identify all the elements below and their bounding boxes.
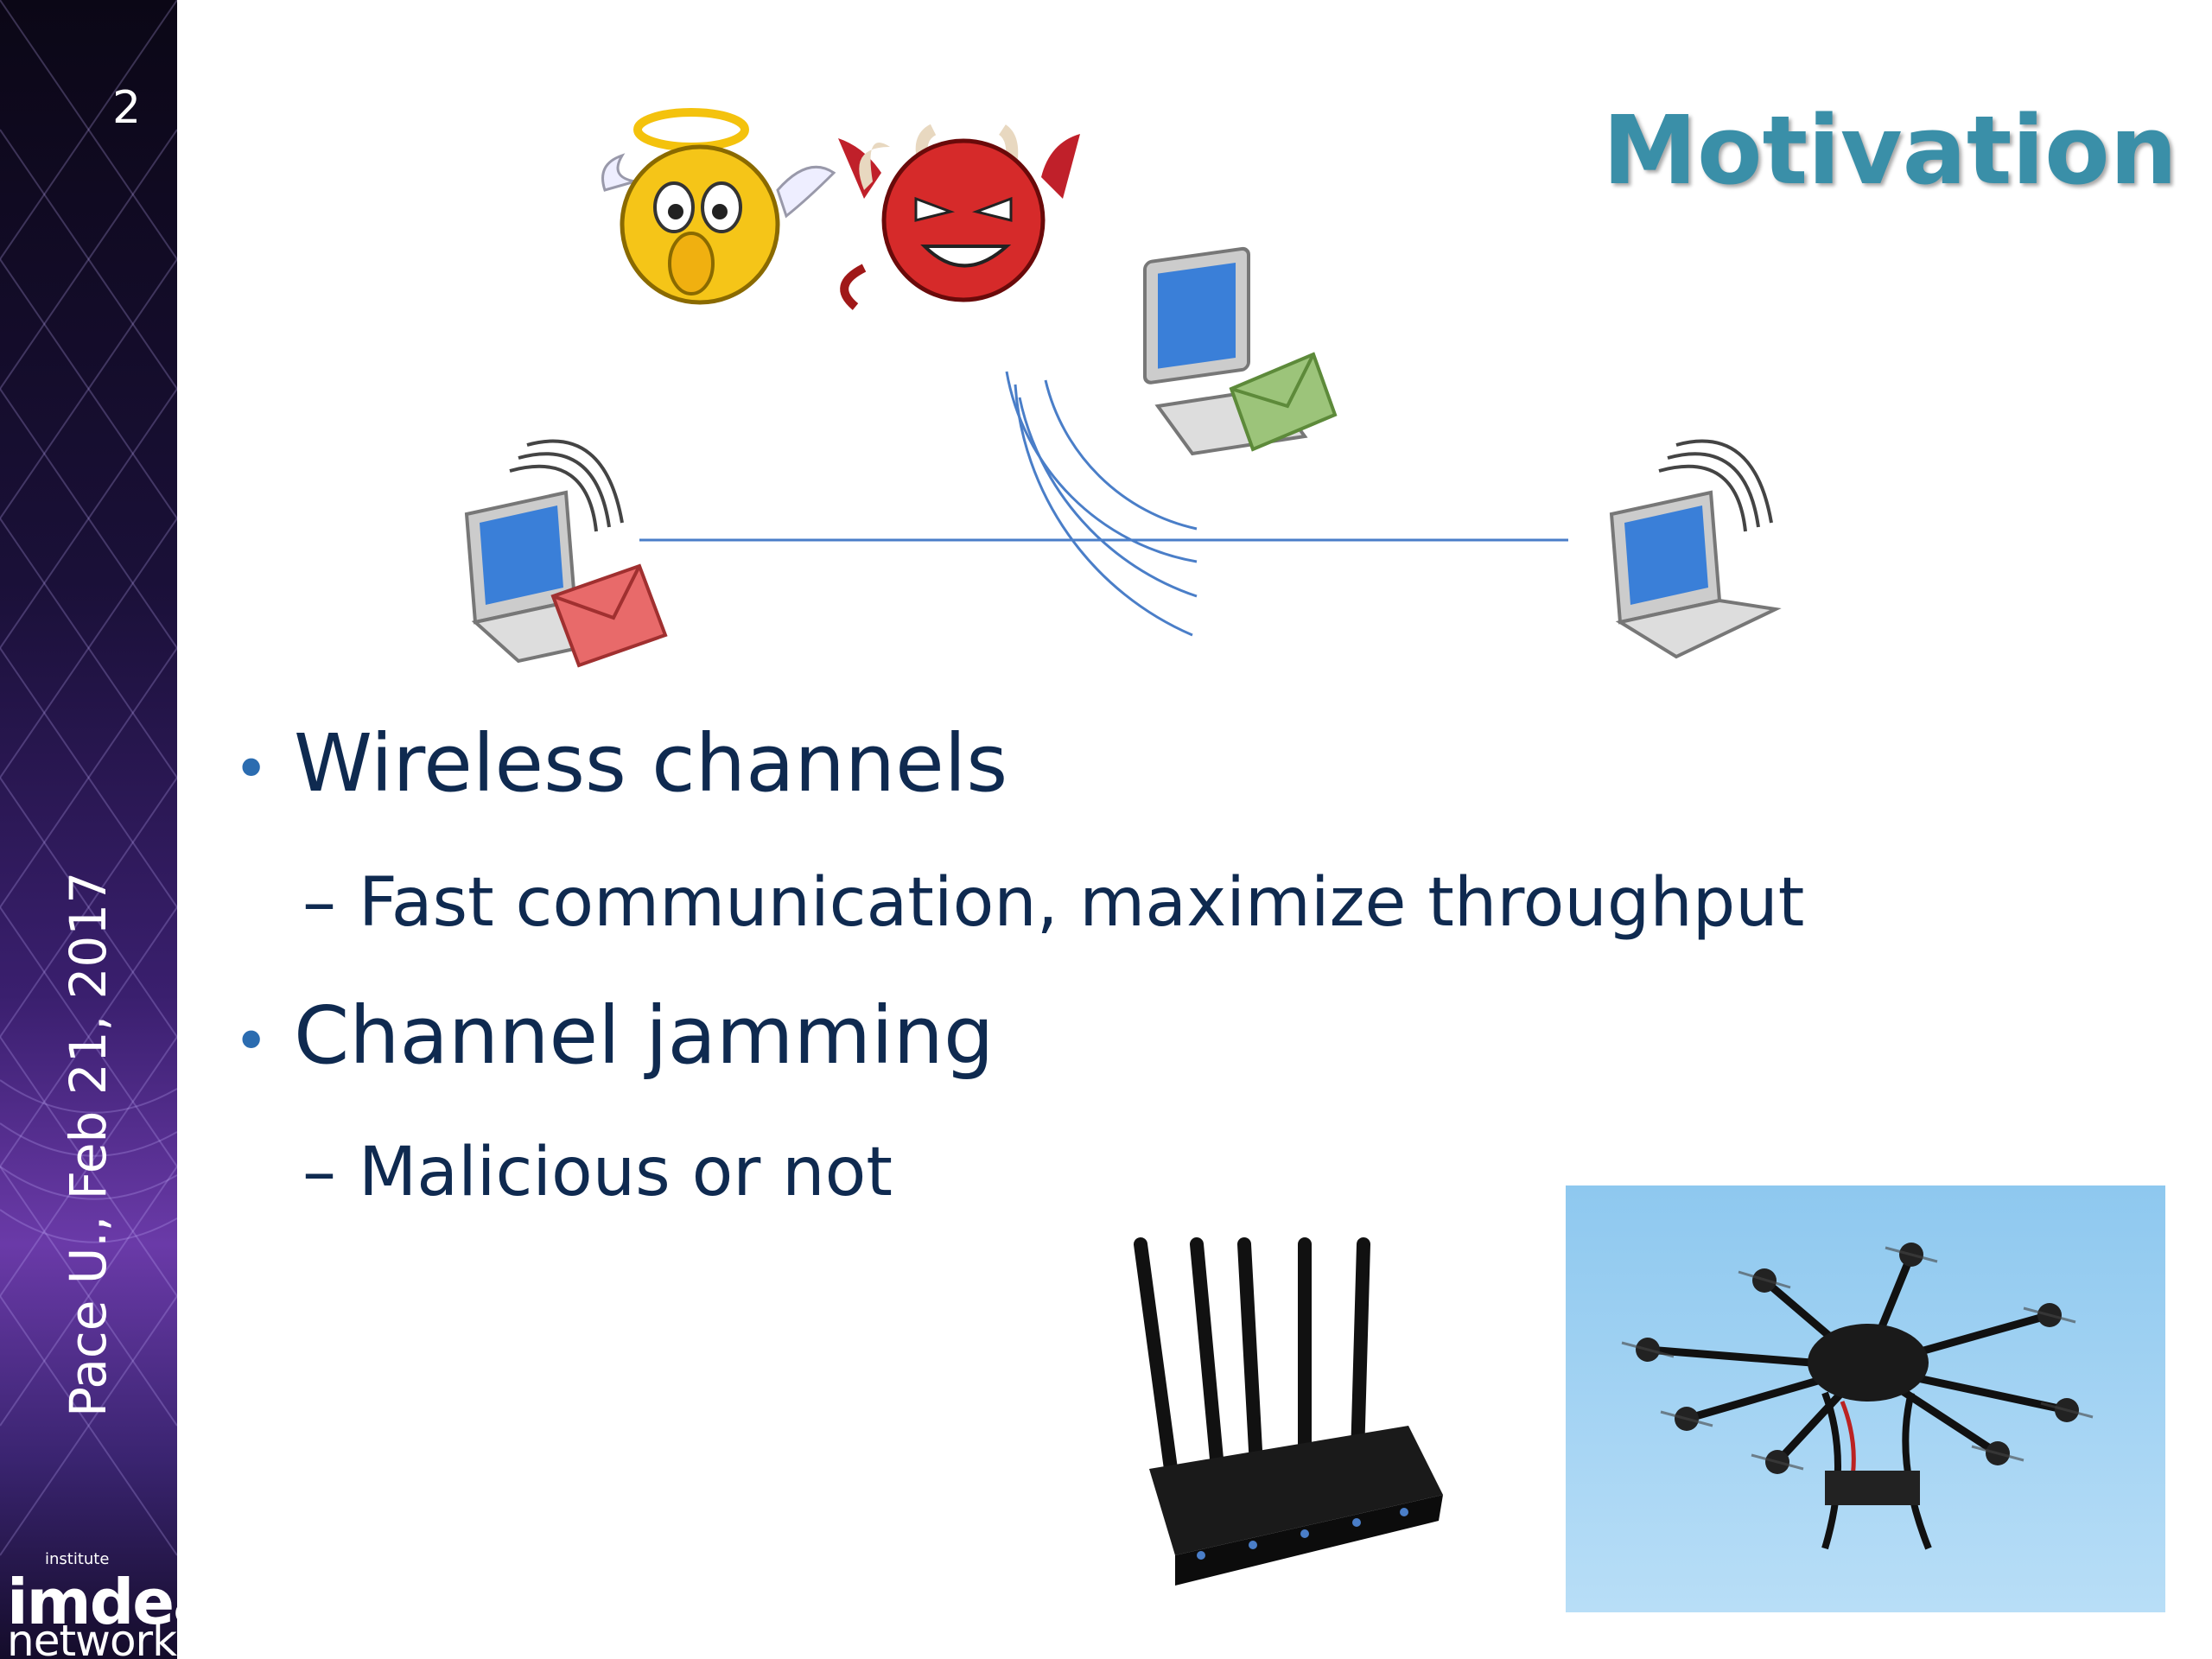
- subbullet-text: Malicious or not: [359, 1134, 893, 1211]
- bullet-dot-icon: •: [233, 733, 270, 804]
- bullet-text: Channel jamming: [294, 989, 995, 1082]
- bullet-channel-jamming: • Channel jamming: [233, 989, 994, 1082]
- logo-sub: networks: [7, 1616, 177, 1659]
- logo-small-text: institute: [45, 1550, 110, 1568]
- subbullet-fast-communication: –Fast communication, maximize throughput: [302, 864, 1804, 942]
- email-envelope-green-icon: [1229, 352, 1338, 452]
- bullet-text: Wireless channels: [294, 717, 1008, 810]
- dash-icon: –: [302, 864, 336, 942]
- subbullet-text: Fast communication, maximize throughput: [359, 864, 1805, 942]
- jammer-device-icon: [1134, 1237, 1443, 1586]
- angel-emoji-icon: [601, 108, 836, 305]
- laptop-top-icon: [1143, 246, 1308, 456]
- bullet-wireless-channels: • Wireless channels: [233, 717, 1007, 810]
- logo-brand: imdea: [7, 1566, 177, 1638]
- slide-title: Motivation: [1602, 95, 2177, 206]
- drone-photo: [1566, 1185, 2165, 1612]
- wireless-signal-left-icon: [509, 439, 624, 532]
- email-envelope-red-icon: [550, 563, 668, 668]
- laptop-right-icon: [1609, 490, 1782, 659]
- imdea-logo: institute imdea networks: [0, 1547, 177, 1659]
- bullet-dot-icon: •: [233, 1005, 270, 1077]
- sidebar-pattern: [0, 0, 177, 1556]
- wireless-signal-right-icon: [1658, 439, 1773, 532]
- slide-number: 2: [112, 82, 142, 134]
- subbullet-malicious: –Malicious or not: [302, 1134, 893, 1211]
- dash-icon: –: [302, 1134, 336, 1211]
- sidebar: 2 Pace U., Feb 21, 2017 institute imdea …: [0, 0, 177, 1659]
- jamming-waves-icon: [1005, 371, 1198, 637]
- devil-emoji-icon: [838, 124, 1080, 310]
